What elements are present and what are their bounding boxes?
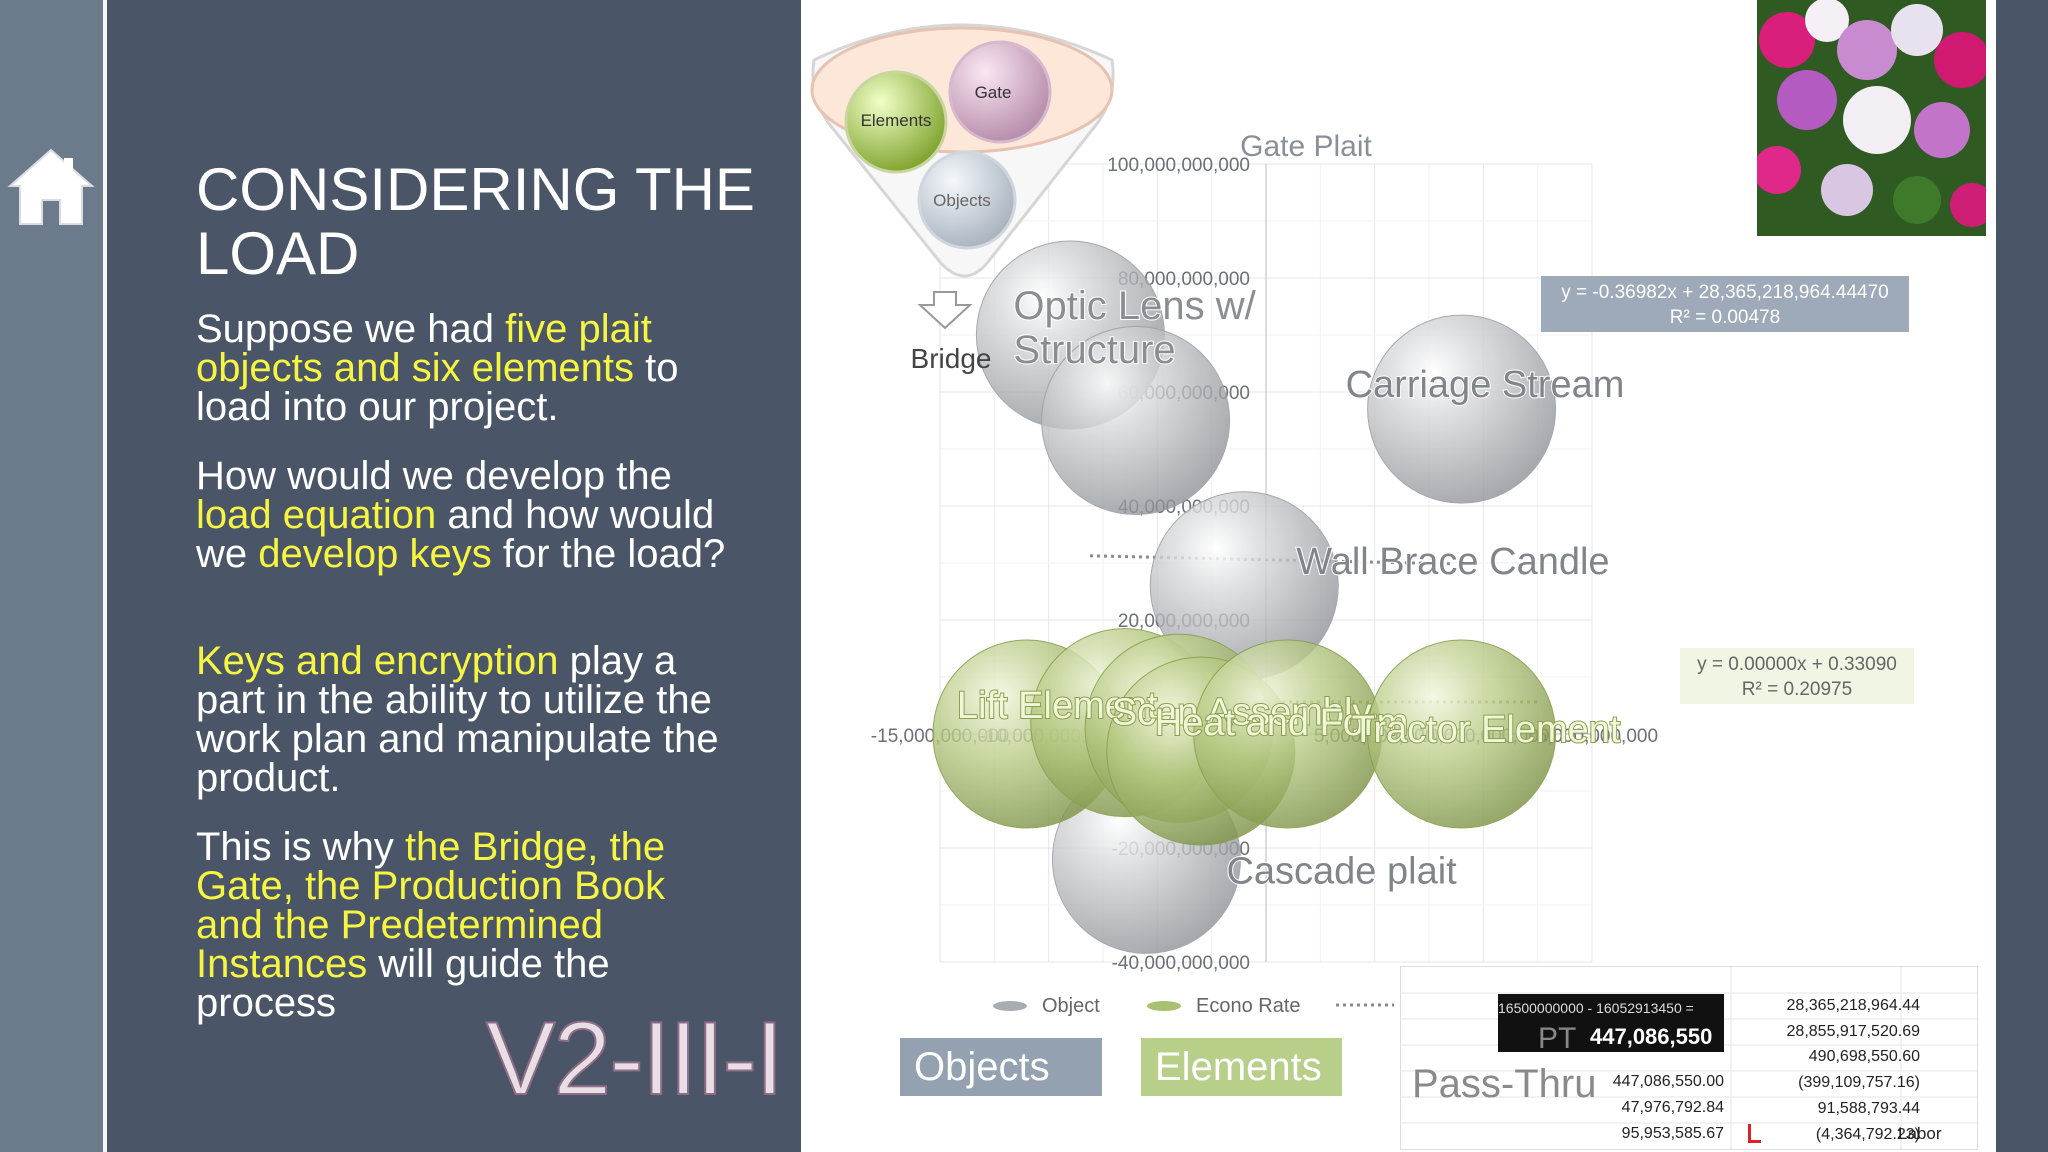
highlight-text: five plait objects and six elements (196, 307, 652, 390)
pt-result-box: 16500000000 - 16052913450 = PT 447,086,5… (1498, 994, 1724, 1055)
paragraph-1: Suppose we had five plait objects and si… (196, 307, 736, 429)
body-text: Suppose we had (196, 307, 506, 351)
funnel-diagram: Elements Gate Objects Bridge (810, 23, 1115, 374)
right-edge-bar (1996, 0, 2048, 1152)
body-text: and how would we (196, 493, 715, 576)
paragraph-2: How would we develop the load equation a… (196, 454, 736, 576)
trendline-box-2: y = 0.00000x + 0.33090 R² = 0.20975 (1680, 648, 1914, 704)
pt-col-b-1: 28,365,218,964.44 (1786, 997, 1920, 1014)
paragraph-4: This is why the Bridge, the Gate, the Pr… (196, 825, 736, 1025)
scatter-chart: -15,000,000,000-10,000,000,000-5,000,000… (810, 23, 1914, 1017)
point-label: Cascade plait (1226, 850, 1457, 892)
y-tick-label: 100,000,000,000 (1107, 155, 1250, 176)
pt-col-a-1: 447,086,550.00 (1612, 1073, 1724, 1090)
body-text: will guide the process (196, 942, 610, 1025)
slide-title: CONSIDERING THE LOAD (196, 156, 755, 287)
pt-label: PT (1538, 1022, 1577, 1055)
body-text: How would we develop the (196, 454, 672, 498)
bubble-element (1367, 639, 1557, 829)
trendline-1-equation: y = -0.36982x + 28,365,218,964.44470 (1561, 282, 1889, 303)
body-text: for the load? (491, 532, 726, 576)
funnel-objects-label: Objects (933, 191, 991, 210)
objects-button[interactable]: Objects (900, 1038, 1102, 1096)
down-arrow-icon (917, 291, 973, 330)
body-text: This is why (196, 825, 405, 869)
highlight-text: the Bridge, the Gate, the Production Boo… (196, 825, 666, 986)
bridge-label: Bridge (911, 343, 992, 374)
pass-thru-label: Pass-Thru (1412, 1062, 1597, 1106)
highlight-text: Keys and encryption (196, 639, 559, 683)
y-tick-label: -40,000,000,000 (1112, 953, 1250, 974)
point-label: Scan Assembly (1112, 692, 1372, 734)
rail-divider (103, 0, 107, 1152)
bubble-object (1041, 326, 1231, 515)
point-label: Structure (1013, 328, 1175, 372)
text-panel (107, 0, 801, 1152)
x-tick-label: 15,000,000,000 (1526, 726, 1658, 747)
labor-label: Labor (1898, 1124, 1942, 1143)
trendline-2-equation: y = 0.00000x + 0.33090 (1697, 654, 1897, 675)
point-label: Heat and Form (1155, 702, 1408, 744)
y-tick-label: 80,000,000,000 (1118, 269, 1250, 290)
trendline-box-1: y = -0.36982x + 28,365,218,964.44470 R² … (1541, 276, 1909, 332)
bubble-object (1367, 314, 1557, 504)
point-label: Lift Element (957, 685, 1158, 727)
elements-button[interactable]: Elements (1141, 1038, 1342, 1096)
point-label: Wall Brace Candle (1296, 541, 1609, 583)
pt-col-b-2: 28,855,917,520.69 (1786, 1023, 1920, 1040)
slide-code-label: V2-III-I (485, 1000, 785, 1118)
funnel-elements-label: Elements (861, 111, 932, 130)
pt-col-a-3: 95,953,585.67 (1621, 1125, 1724, 1142)
paragraph-3: Keys and encryption play a part in the a… (196, 639, 736, 800)
point-label: Tractor Element (1352, 709, 1621, 751)
pt-col-b-3: 490,698,550.60 (1808, 1048, 1920, 1065)
highlight-text: load equation (196, 493, 437, 537)
point-label: Carriage Stream (1346, 364, 1625, 406)
pt-col-a-2: 47,976,792.84 (1621, 1099, 1724, 1116)
chart-bubbles (932, 240, 1557, 954)
highlight-text: develop keys (258, 532, 492, 576)
pt-col-b-4: (399,109,757.16) (1798, 1074, 1920, 1091)
home-icon[interactable] (6, 144, 96, 228)
body-text: play a part in the ability to utilize th… (196, 639, 719, 800)
point-label: Optic Lens w/ (1013, 284, 1256, 328)
flower-photo (1757, 0, 1986, 236)
legend-object: Object (1042, 995, 1100, 1017)
pt-formula: 16500000000 - 16052913450 = (1498, 1000, 1694, 1016)
chart-title: Gate Plait (1240, 130, 1372, 163)
pt-value: 447,086,550 (1590, 1024, 1713, 1049)
trendline-2-r2: R² = 0.20975 (1742, 679, 1852, 700)
trendline-1-r2: R² = 0.00478 (1670, 307, 1780, 328)
pt-col-b-5: 91,588,793.44 (1817, 1100, 1920, 1117)
red-bracket-mark (1748, 1124, 1761, 1143)
body-text: to load into our project. (196, 346, 679, 429)
chart-legend: Object Econo Rate (993, 995, 1394, 1017)
legend-econo-rate: Econo Rate (1196, 995, 1301, 1017)
funnel-gate-label: Gate (975, 83, 1012, 102)
pt-col-b-6: (4,364,792.23) (1815, 1126, 1920, 1143)
